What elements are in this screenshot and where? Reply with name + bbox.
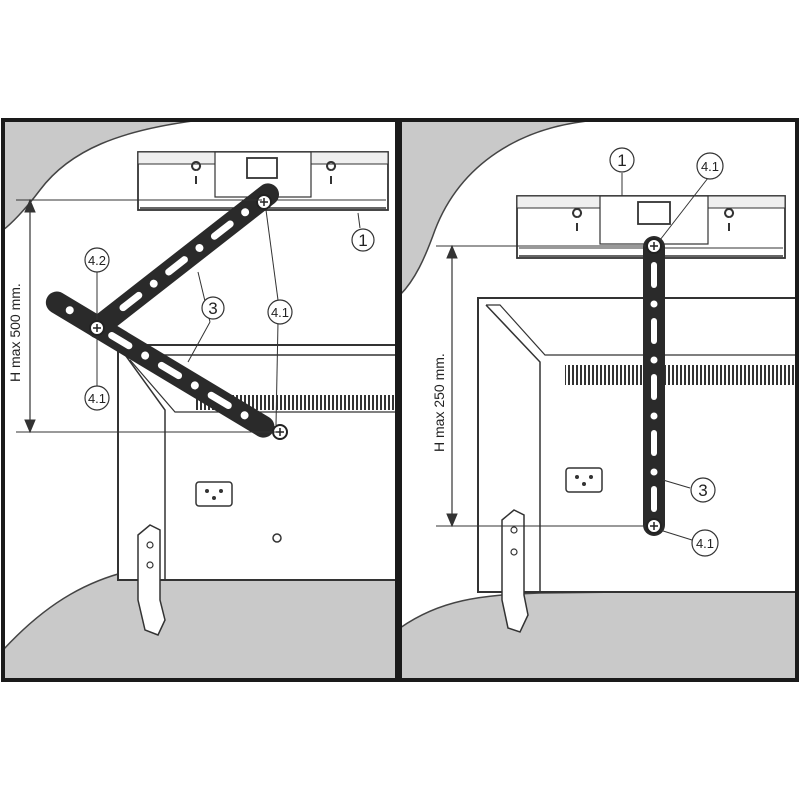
callout-4-1-top-right: 4.1 [696, 152, 724, 180]
dimension-label-left: H max 500 mm. [7, 283, 23, 382]
callout-3-right: 3 [690, 477, 716, 503]
wall-top-left-right-panel [400, 120, 601, 297]
svg-text:1: 1 [617, 151, 626, 170]
right-panel: H max 250 mm. 1 4.1 3 [398, 118, 799, 682]
tv-screw-hole [272, 533, 282, 543]
screw-bottom-right-panel [646, 518, 662, 534]
callout-1-left: 1 [351, 228, 375, 252]
callout-4-1-bottom-right: 4.1 [691, 529, 719, 557]
svg-text:3: 3 [698, 481, 707, 500]
soundbar-right [516, 195, 786, 259]
tv-socket-right [565, 467, 603, 493]
leader-lines-left [96, 209, 361, 426]
mounting-bar-vertical [643, 236, 665, 536]
screw-top-right [256, 194, 272, 210]
dimension-h250 [436, 244, 646, 528]
callout-4-1-top-left: 4.1 [267, 299, 293, 325]
svg-text:4.1: 4.1 [88, 391, 106, 406]
screw-top-right-panel [646, 238, 662, 254]
svg-text:4.1: 4.1 [701, 159, 719, 174]
wall-bottom-right-panel [400, 589, 797, 680]
callout-4-2-left: 4.2 [84, 247, 110, 273]
svg-text:4.1: 4.1 [696, 536, 714, 551]
callout-1-right: 1 [609, 147, 635, 173]
tv-vent-grille-right [565, 365, 797, 385]
screw-center [89, 320, 105, 336]
svg-text:3: 3 [208, 299, 217, 318]
svg-text:1: 1 [358, 231, 367, 250]
callout-3-left: 3 [201, 296, 225, 320]
tv-stand-bracket [137, 524, 166, 636]
tv-socket [195, 481, 233, 507]
dimension-label-right: H max 250 mm. [431, 353, 447, 452]
callout-4-1-bottom-left: 4.1 [84, 385, 110, 411]
svg-text:4.2: 4.2 [88, 253, 106, 268]
left-panel-frame [1, 118, 399, 682]
tv-stand-bracket-right [501, 509, 529, 633]
right-panel-frame [398, 118, 799, 682]
left-panel: H max 500 mm. 1 3 4.1 [1, 118, 399, 682]
wall-top-left [3, 120, 201, 231]
leader-lines-right [621, 173, 709, 541]
dimension-h500 [16, 198, 278, 434]
tv-body-right [477, 297, 797, 633]
svg-text:4.1: 4.1 [271, 305, 289, 320]
